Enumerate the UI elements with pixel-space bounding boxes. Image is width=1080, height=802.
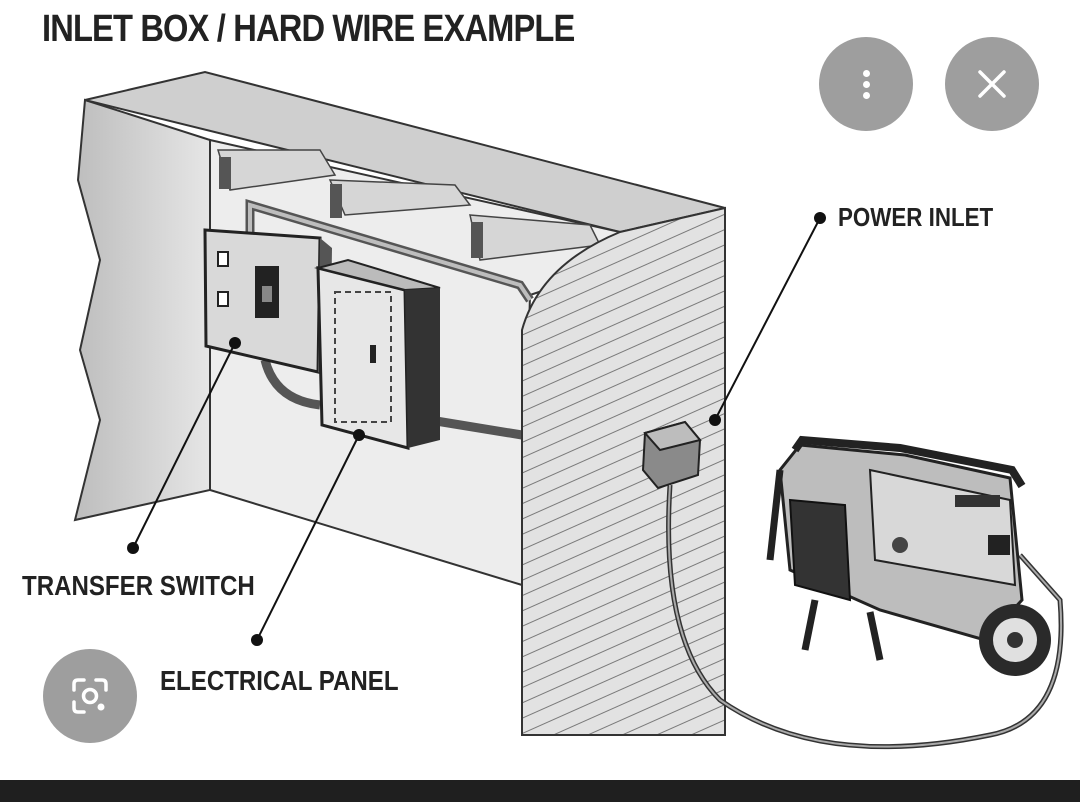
diagram-title: INLET BOX / HARD WIRE EXAMPLE <box>42 8 574 51</box>
transfer-switch-label: TRANSFER SWITCH <box>22 569 255 601</box>
more-vert-icon <box>863 66 870 103</box>
bottom-bar <box>0 780 1080 802</box>
left-wall <box>75 100 210 520</box>
power-inlet-label: POWER INLET <box>838 203 993 232</box>
electrical-panel-label: ELECTRICAL PANEL <box>160 664 399 696</box>
inlet-box-illustration: POWER INLET TRANSFER SWITCH ELECTRICAL P… <box>0 0 1080 780</box>
close-button[interactable] <box>945 37 1039 131</box>
close-icon <box>976 68 1008 100</box>
generator <box>770 440 1051 676</box>
image-viewer: POWER INLET TRANSFER SWITCH ELECTRICAL P… <box>0 0 1080 780</box>
lens-search-icon <box>70 676 110 716</box>
lens-search-button[interactable] <box>43 649 137 743</box>
more-options-button[interactable] <box>819 37 913 131</box>
